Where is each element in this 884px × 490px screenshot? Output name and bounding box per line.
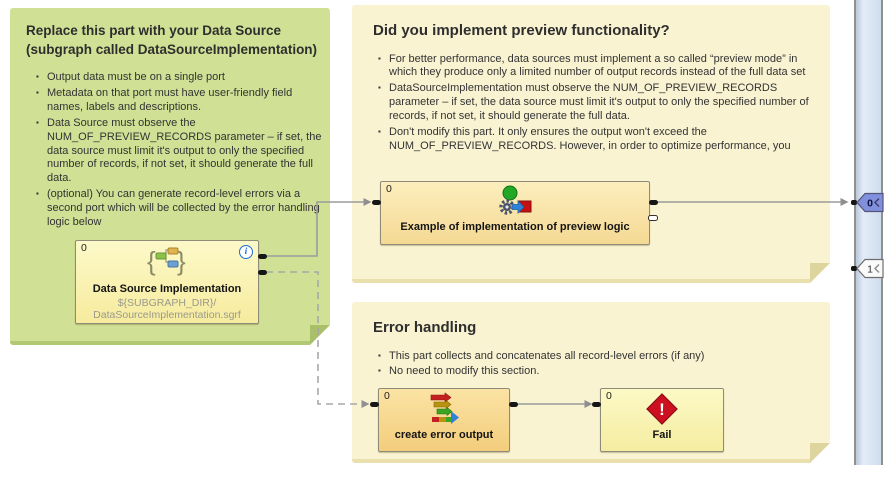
bullet-item: For better performance, data sources mus…	[378, 53, 824, 81]
svg-text:!: !	[659, 400, 665, 419]
info-icon[interactable]	[239, 245, 253, 259]
note-error-title: Error handling	[373, 319, 477, 336]
svg-text:}: }	[177, 246, 186, 276]
bullet-item: DataSourceImplementation must observe th…	[378, 82, 824, 124]
note-fold-corner	[810, 443, 830, 463]
port-stub	[851, 200, 857, 205]
svg-text:{: {	[147, 246, 156, 276]
port-stub	[851, 266, 857, 271]
output-port-0[interactable]	[649, 200, 658, 205]
bullet-item: Output data must be on a single port	[36, 71, 324, 85]
port-number-label: 0	[386, 183, 392, 195]
bullet-item: (optional) You can generate record-level…	[36, 188, 324, 230]
note-fold-corner	[310, 325, 330, 345]
port-number-label: 0	[384, 390, 390, 402]
component-create-error-output[interactable]: 0 create error output	[370, 388, 518, 452]
svg-text:0: 0	[867, 198, 873, 210]
port-number-label: 0	[81, 242, 87, 254]
output-port-0[interactable]	[258, 254, 267, 259]
note-error-bullets: This part collects and concatenates all …	[352, 350, 824, 380]
bullet-item: Metadata on that port must have user-fri…	[36, 87, 324, 115]
note-data-source[interactable]: Replace this part with your Data Source …	[10, 8, 330, 345]
output-port-1[interactable]	[258, 270, 267, 275]
subgraph-output-port-0[interactable]: 0	[851, 192, 884, 213]
bullet-item: Don't modify this part. It only ensures …	[378, 126, 824, 154]
note-data-source-bullets: Output data must be on a single port Met…	[10, 71, 324, 229]
bullet-item: This part collects and concatenates all …	[378, 350, 824, 364]
svg-text:1: 1	[867, 264, 873, 276]
note-data-source-title: Replace this part with your Data Source …	[26, 23, 318, 58]
fail-icon: !	[646, 393, 678, 430]
subgraph-icon: { }	[144, 245, 190, 284]
component-label: Example of implementation of preview log…	[400, 221, 630, 233]
subgraph-output-port-1[interactable]: 1	[851, 258, 884, 279]
component-data-source-implementation[interactable]: 0 { } Data Source Implementation ${SUBGR…	[75, 240, 267, 324]
component-preview-logic[interactable]: 0 Example of implementation of preview l…	[372, 181, 658, 245]
subgraph-output-ports-bar: 0 1	[851, 0, 884, 465]
output-port-1[interactable]	[648, 215, 658, 221]
input-port-0[interactable]	[592, 402, 601, 407]
component-sublabel: ${SUBGRAPH_DIR}/	[117, 297, 217, 309]
input-port-0[interactable]	[370, 402, 379, 407]
component-sublabel: DataSourceImplementation.sgrf	[93, 309, 241, 321]
bullet-item: Data Source must observe the NUM_OF_PREV…	[36, 117, 324, 186]
component-label: Fail	[652, 429, 672, 441]
concatenate-icon	[425, 392, 463, 431]
component-fail[interactable]: 0 ! Fail	[592, 388, 724, 452]
note-fold-corner	[810, 263, 830, 283]
output-port-0[interactable]	[509, 402, 518, 407]
input-port-0[interactable]	[372, 200, 381, 205]
preview-logic-icon	[495, 184, 535, 223]
port-number-label: 0	[606, 390, 612, 402]
note-preview-bullets: For better performance, data sources mus…	[352, 53, 824, 154]
component-label: create error output	[394, 429, 494, 441]
bullet-item: No need to modify this section.	[378, 365, 824, 379]
note-preview-title: Did you implement preview functionality?	[373, 22, 670, 39]
component-label: Data Source Implementation	[92, 283, 242, 295]
